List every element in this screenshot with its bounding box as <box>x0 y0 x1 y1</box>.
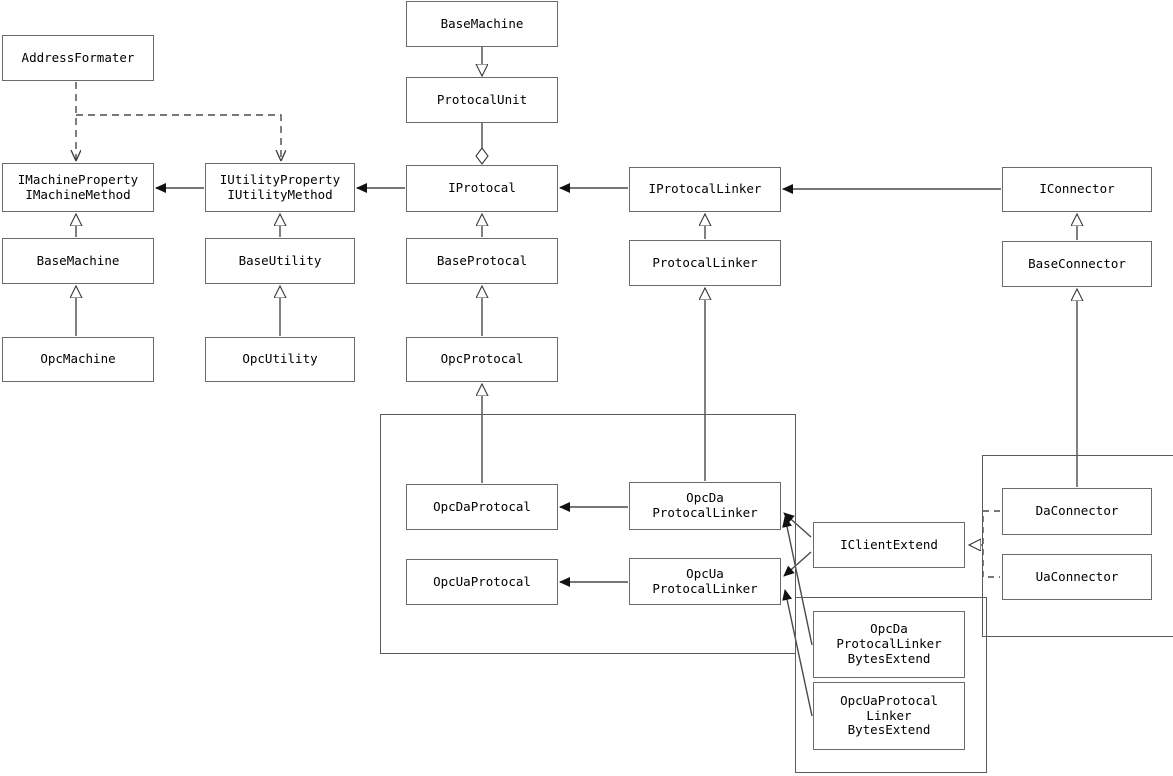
class-label: BaseProtocal <box>436 252 528 268</box>
class-box-da-connector[interactable]: DaConnector <box>1002 488 1152 535</box>
class-box-base-machine[interactable]: BaseMachine <box>2 238 154 284</box>
class-label: OpcDa ProtocalLinker BytesExtend <box>836 621 942 666</box>
class-box-iutility-property-method[interactable]: IUtilityProperty IUtilityMethod <box>205 163 355 212</box>
container-connector-group <box>982 455 1173 637</box>
class-box-base-connector[interactable]: BaseConnector <box>1002 241 1152 287</box>
class-box-opc-utility[interactable]: OpcUtility <box>205 337 355 382</box>
class-box-opc-da-protocal-linker[interactable]: OpcDa ProtocalLinker <box>629 482 781 530</box>
class-box-base-protocal[interactable]: BaseProtocal <box>406 238 558 284</box>
class-label: BaseMachine <box>36 252 120 268</box>
class-box-opc-protocal[interactable]: OpcProtocal <box>406 337 558 382</box>
class-label: IUtilityProperty IUtilityMethod <box>219 171 341 202</box>
class-box-iprotocal-linker[interactable]: IProtocalLinker <box>629 167 781 212</box>
class-label: OpcDa ProtocalLinker <box>652 490 758 520</box>
class-box-ua-connector[interactable]: UaConnector <box>1002 554 1152 600</box>
edge-addressformater-iutility <box>76 114 281 160</box>
class-label: BaseUtility <box>238 252 322 268</box>
class-label: IClientExtend <box>840 536 938 552</box>
class-box-opc-ua-protocal-linker[interactable]: OpcUa ProtocalLinker <box>629 558 781 605</box>
class-label: OpcProtocal <box>440 351 524 367</box>
class-box-address-formater[interactable]: AddressFormater <box>2 35 154 81</box>
class-box-opc-ua-protocal[interactable]: OpcUaProtocal <box>406 559 558 605</box>
container-extend-group <box>795 597 987 773</box>
edge-opcdabytes-opcdalinker <box>782 516 813 646</box>
class-label: ProtocalUnit <box>436 91 528 107</box>
class-box-iconnector[interactable]: IConnector <box>1002 167 1152 212</box>
edge-opcuabytes-opcualinker <box>782 589 813 717</box>
class-box-opc-da-protocal-linker-bytes-extend[interactable]: OpcDa ProtocalLinker BytesExtend <box>813 611 965 678</box>
class-box-opc-machine[interactable]: OpcMachine <box>2 337 154 382</box>
class-box-opc-da-protocal[interactable]: OpcDaProtocal <box>406 484 558 530</box>
edge-connectors-iclientextend <box>969 510 1000 578</box>
class-box-opc-ua-protocal-linker-bytes-extend[interactable]: OpcUaProtocal Linker BytesExtend <box>813 682 965 750</box>
class-label: OpcMachine <box>40 351 116 367</box>
class-label: DaConnector <box>1035 503 1119 519</box>
class-label: IProtocalLinker <box>648 181 762 197</box>
class-label: OpcDaProtocal <box>433 498 531 514</box>
class-label: OpcUaProtocal Linker BytesExtend <box>840 692 938 738</box>
class-box-protocal-linker[interactable]: ProtocalLinker <box>629 240 781 286</box>
class-label: BaseMachine <box>440 15 524 31</box>
class-box-iclient-extend[interactable]: IClientExtend <box>813 522 965 568</box>
class-label: OpcUaProtocal <box>433 573 531 589</box>
container-protocal-group <box>380 414 796 654</box>
class-box-protocal-unit[interactable]: ProtocalUnit <box>406 77 558 123</box>
class-label: ProtocalLinker <box>652 254 758 270</box>
class-label: IMachineProperty IMachineMethod <box>17 171 139 202</box>
edge-iclientextend-opcualinker <box>783 551 812 577</box>
class-box-iprotocal[interactable]: IProtocal <box>406 165 558 212</box>
class-label: OpcUa ProtocalLinker <box>652 565 758 596</box>
class-label: AddressFormater <box>21 49 135 65</box>
class-label: IProtocal <box>448 180 516 196</box>
class-label: BaseConnector <box>1028 255 1126 271</box>
class-label: UaConnector <box>1035 568 1119 584</box>
class-label: IConnector <box>1039 181 1115 197</box>
class-label: OpcUtility <box>242 351 318 367</box>
class-box-imachine-property-method[interactable]: IMachineProperty IMachineMethod <box>2 163 154 212</box>
class-box-base-utility[interactable]: BaseUtility <box>205 238 355 284</box>
class-box-base-machine-top[interactable]: BaseMachine <box>406 1 558 47</box>
